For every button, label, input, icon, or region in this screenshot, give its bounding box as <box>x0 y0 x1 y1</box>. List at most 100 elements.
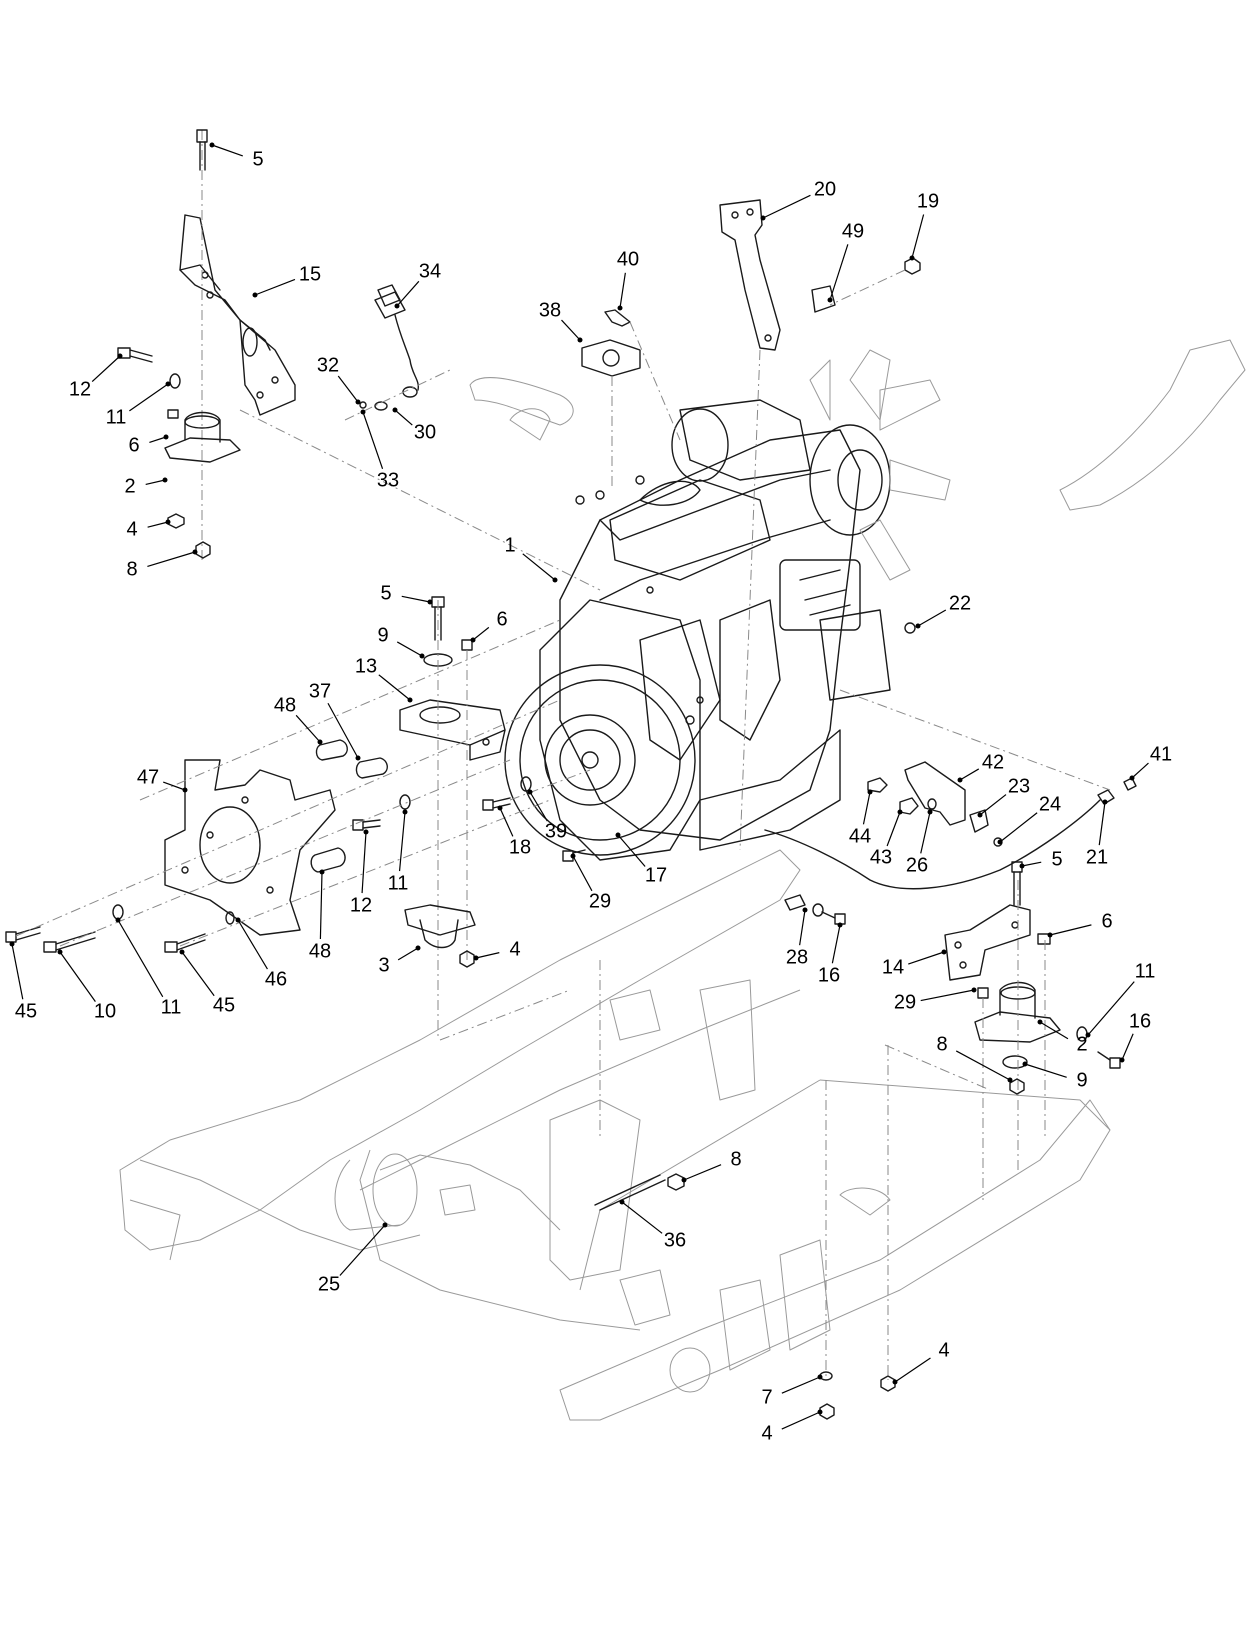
callout-38: 38 <box>539 299 583 343</box>
leader-line <box>894 1357 931 1383</box>
leader-dot <box>927 809 933 815</box>
callout-5: 5 <box>1019 848 1063 870</box>
leader-line <box>955 1050 1011 1081</box>
callout-number: 9 <box>377 624 388 646</box>
leader-line <box>908 951 945 965</box>
callout-21: 21 <box>1086 799 1108 868</box>
callout-number: 39 <box>545 820 567 842</box>
leader-dot <box>570 853 576 859</box>
leader-line <box>327 702 359 759</box>
leader-line <box>1121 1033 1134 1061</box>
leader-line <box>147 551 196 568</box>
callout-number: 20 <box>814 178 836 200</box>
leader-line <box>621 1201 663 1234</box>
callout-number: 3 <box>378 954 389 976</box>
callout-2: 2 <box>124 475 168 497</box>
leader-line <box>920 811 931 854</box>
leader-line <box>396 641 423 657</box>
callout-19: 19 <box>909 190 939 261</box>
callout-45: 45 <box>179 949 235 1016</box>
leader-line <box>561 319 581 341</box>
callout-number: 4 <box>126 518 137 540</box>
leader-line <box>401 595 431 603</box>
leader-line <box>529 791 548 822</box>
callout-number: 7 <box>761 1386 772 1408</box>
leader-line <box>145 479 166 486</box>
callout-36: 36 <box>619 1199 686 1251</box>
callout-number: 24 <box>1039 793 1061 815</box>
upper-bracket-right <box>719 199 921 851</box>
callout-number: 38 <box>539 299 561 321</box>
leader-line <box>378 674 411 701</box>
leader-dot <box>1007 1077 1013 1083</box>
flywheel-hardware <box>482 769 591 862</box>
callout-number: 45 <box>213 994 235 1016</box>
leader-dot <box>165 519 171 525</box>
engine-assembly <box>469 339 1246 861</box>
callout-number: 25 <box>318 1273 340 1295</box>
callout-29: 29 <box>570 853 611 912</box>
leader-line <box>361 831 367 894</box>
leader-line <box>59 951 96 1002</box>
callout-number: 5 <box>252 148 263 170</box>
leader-dot <box>9 941 15 947</box>
callout-number: 42 <box>982 751 1004 773</box>
callout-29: 29 <box>894 987 977 1013</box>
callout-number: 44 <box>849 825 871 847</box>
leader-dot <box>619 1199 625 1205</box>
leader-dot <box>57 949 63 955</box>
callout-number: 10 <box>94 1000 116 1022</box>
leader-dot <box>1019 863 1025 869</box>
callout-1: 1 <box>504 534 558 583</box>
leader-dot <box>182 787 188 793</box>
callout-number: 47 <box>137 766 159 788</box>
callout-number: 36 <box>664 1229 686 1251</box>
callout-20: 20 <box>760 178 836 221</box>
leader-dot <box>971 987 977 993</box>
leader-line <box>959 768 980 781</box>
engine-mount-bracket-left-top <box>117 129 601 591</box>
leader-dot <box>867 789 873 795</box>
callout-41: 41 <box>1129 743 1172 781</box>
leader-dot <box>1037 1019 1043 1025</box>
gasket-and-sender <box>581 309 681 490</box>
leader-line <box>1024 1063 1067 1078</box>
throttle-bracket <box>764 689 1137 890</box>
leader-line <box>1087 981 1135 1036</box>
callout-number: 4 <box>509 938 520 960</box>
leader-line <box>11 943 24 1000</box>
leader-line <box>781 1376 821 1394</box>
leader-dot <box>355 399 361 405</box>
leader-dot <box>179 949 185 955</box>
leader-line <box>1098 801 1106 846</box>
leader-dot <box>827 297 833 303</box>
leader-dot <box>892 1379 898 1385</box>
leader-dot <box>162 477 168 483</box>
leader-dot <box>319 869 325 875</box>
callout-number: 12 <box>69 378 91 400</box>
leader-line <box>394 409 413 426</box>
leader-dot <box>909 255 915 261</box>
leader-line <box>979 794 1007 816</box>
leader-dot <box>1129 775 1135 781</box>
leader-dot <box>252 292 258 298</box>
callout-14: 14 <box>882 949 947 978</box>
leader-dot <box>915 623 921 629</box>
leader-dot <box>192 549 198 555</box>
leader-dot <box>473 955 479 961</box>
mount-bracket-center <box>399 596 506 1040</box>
callout-number: 43 <box>870 846 892 868</box>
leader-line <box>91 355 121 383</box>
callout-number: 48 <box>274 694 296 716</box>
callout-49: 49 <box>827 220 864 303</box>
leader-dot <box>1022 1061 1028 1067</box>
callout-6: 6 <box>470 608 508 643</box>
callout-3: 3 <box>378 945 421 976</box>
callout-number: 32 <box>317 354 339 376</box>
callout-6: 6 <box>128 434 169 456</box>
callout-layer: 5151211624834323033384020491912256913374… <box>9 142 1172 1444</box>
leader-line <box>917 609 947 627</box>
leader-dot <box>355 755 361 761</box>
leader-line <box>831 924 841 964</box>
callout-9: 9 <box>377 624 425 659</box>
